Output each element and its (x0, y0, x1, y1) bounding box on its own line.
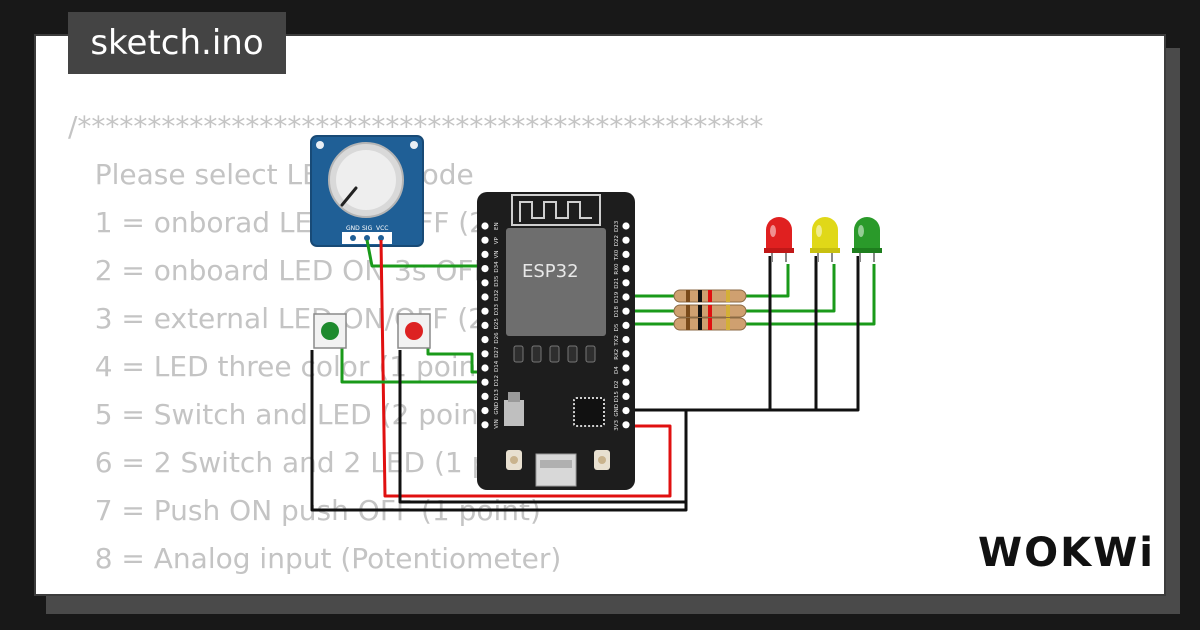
esp32-pin-label: RX2 (614, 349, 620, 360)
led-green[interactable] (852, 217, 882, 262)
wire-led-yellow (744, 264, 836, 313)
esp32-pin-hole[interactable] (622, 407, 630, 415)
wire-led-yellow-gnd (686, 256, 818, 412)
resistor-array[interactable] (673, 289, 747, 331)
wire-led-red (744, 264, 790, 298)
wire-gnd-button (398, 350, 686, 504)
code-line: 8 = Analog input (Potentiometer) (68, 542, 562, 575)
led-yellow[interactable] (810, 217, 840, 262)
esp32-pin-label: D15 (614, 391, 620, 403)
pot-pin-label: SIG (362, 225, 373, 232)
wires (310, 239, 876, 512)
esp32-pin-label: RX0 (614, 263, 620, 275)
esp32-pin-label: D2 (614, 380, 620, 388)
esp32-pin-hole[interactable] (481, 279, 489, 287)
esp32-pin-hole[interactable] (481, 321, 489, 329)
potentiometer[interactable]: GND SIG VCC (310, 135, 424, 247)
led-red[interactable] (764, 217, 794, 262)
esp32-pin-hole[interactable] (622, 364, 630, 372)
esp32-pin-hole[interactable] (622, 392, 630, 400)
esp32-pin-hole[interactable] (481, 250, 489, 258)
esp32-pin-label: VN (494, 251, 500, 259)
push-button-green[interactable] (313, 313, 347, 349)
esp32-pin-label: D33 (494, 303, 500, 315)
esp32-pin-hole[interactable] (622, 350, 630, 358)
esp32-pin-hole[interactable] (481, 307, 489, 315)
esp32-pin-hole[interactable] (622, 279, 630, 287)
esp32-pin-hole[interactable] (622, 293, 630, 301)
esp32-pin-label: D5 (614, 323, 620, 331)
wire-led-green-gnd (770, 256, 860, 412)
code-line: 9 = Analog input and 2 LED (68, 583, 763, 594)
esp32-pin-label: D22 (614, 235, 620, 246)
pot-pin-label: GND (346, 225, 360, 232)
file-name-tab[interactable]: sketch.ino (68, 12, 286, 74)
esp32-pin-hole[interactable] (481, 392, 489, 400)
wire-pot-signal (365, 239, 490, 268)
esp32-pin-label: D12 (494, 375, 500, 386)
esp32-pin-label: D35 (494, 275, 500, 287)
esp32-pin-hole[interactable] (622, 321, 630, 329)
esp32-pin-hole[interactable] (622, 236, 630, 244)
esp32-pin-label: TX2 (614, 335, 620, 347)
esp32-pin-label: D34 (494, 261, 500, 273)
esp32-pin-label: 3V3 (614, 420, 620, 431)
resistor[interactable] (673, 289, 747, 303)
esp32-pin-hole[interactable] (622, 222, 630, 230)
resistor[interactable] (673, 317, 747, 331)
esp32-pin-label: D23 (614, 220, 620, 232)
esp32-pin-hole[interactable] (481, 336, 489, 344)
esp32-pin-hole[interactable] (481, 378, 489, 386)
esp32-pin-label: D27 (494, 346, 500, 358)
esp32-pin-label: D4 (614, 366, 620, 374)
esp32-board[interactable]: ESP32 ENVPVND34D35D32D33D25D26D27D14D12D… (477, 192, 635, 490)
esp32-pin-label: D25 (494, 318, 500, 330)
esp32-pin-hole[interactable] (622, 378, 630, 386)
esp32-pin-label: GND (494, 402, 500, 415)
esp32-pin-label: D14 (494, 360, 500, 372)
wire-pot-vcc (379, 239, 672, 498)
esp32-pin-hole[interactable] (481, 421, 489, 429)
esp32-pin-label: VP (494, 236, 500, 244)
esp32-pin-label: D18 (614, 305, 620, 317)
esp32-pin-hole[interactable] (481, 407, 489, 415)
esp32-pin-label: D13 (494, 389, 500, 401)
esp32-pin-label: GND (614, 404, 620, 417)
esp32-pin-hole[interactable] (481, 222, 489, 230)
board-chip-label: ESP32 (522, 261, 579, 282)
esp32-pin-hole[interactable] (481, 236, 489, 244)
esp32-pin-hole[interactable] (622, 336, 630, 344)
esp32-pin-hole[interactable] (622, 250, 630, 258)
logo-text: WOKWi (978, 530, 1152, 576)
esp32-pin-label: D19 (614, 291, 620, 303)
esp32-pin-hole[interactable] (622, 307, 630, 315)
esp32-pin-hole[interactable] (481, 350, 489, 358)
esp32-pin-label: D26 (494, 332, 500, 344)
esp32-pin-hole[interactable] (481, 364, 489, 372)
wokwi-logo[interactable]: WOKWi (976, 522, 1152, 578)
esp32-pin-hole[interactable] (622, 265, 630, 273)
wire-led-red-gnd (628, 256, 772, 412)
wire-button-green (340, 340, 490, 384)
esp32-pin-hole[interactable] (622, 421, 630, 429)
esp32-pin-hole[interactable] (481, 293, 489, 301)
esp32-pin-label: VIN (494, 419, 500, 429)
push-button-red[interactable] (397, 313, 431, 349)
esp32-pin-hole[interactable] (481, 265, 489, 273)
esp32-pin-label: D21 (614, 278, 620, 289)
pot-pin-label: VCC (376, 225, 388, 232)
esp32-pin-label: TX0 (614, 249, 620, 261)
resistor[interactable] (673, 304, 747, 318)
esp32-pin-label: D32 (494, 290, 500, 301)
wire-led-green (744, 264, 876, 326)
esp32-pin-label: EN (494, 222, 500, 230)
